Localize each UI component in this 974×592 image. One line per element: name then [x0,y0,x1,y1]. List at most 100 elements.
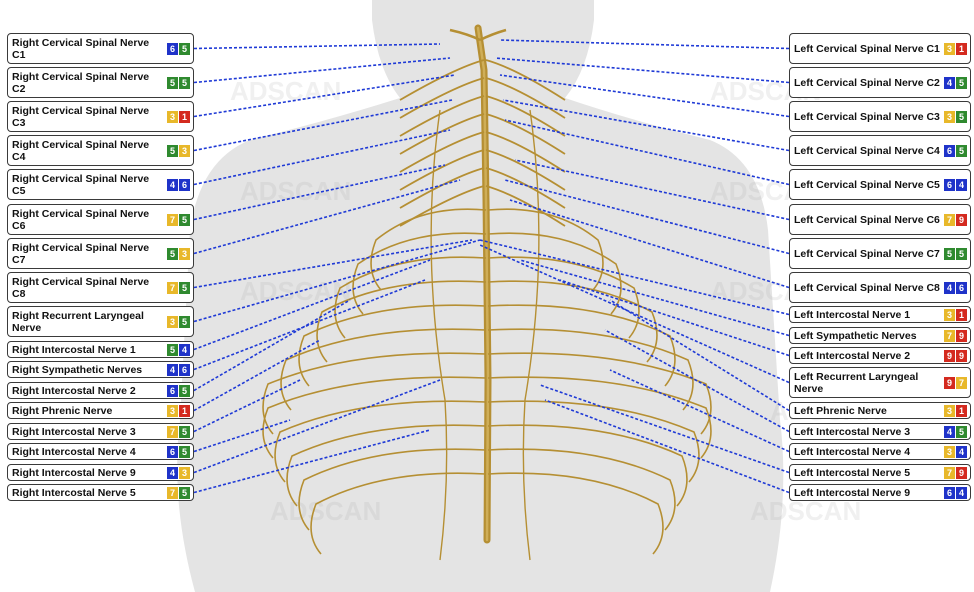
watermark-text: ADSCAN [270,496,381,526]
score-badge: 4 [167,467,178,479]
score-badge: 6 [944,487,955,499]
score-badges: 54 [167,344,190,356]
watermark-text: ADSCAN [240,176,351,206]
score-badge: 6 [179,179,190,191]
score-badge: 6 [944,145,955,157]
score-badge: 5 [167,77,178,89]
nerve-label-text: Left Phrenic Nerve [794,405,941,417]
nerve-label-text: Right Cervical Spinal Nerve C4 [12,139,164,163]
score-badge: 9 [956,350,967,362]
score-badge: 3 [179,248,190,260]
score-badge: 7 [944,467,955,479]
score-badges: 53 [167,145,190,157]
nerve-label-text: Left Cervical Spinal Nerve C1 [794,43,941,55]
score-badge: 7 [944,214,955,226]
score-badges: 34 [944,446,967,458]
score-badge: 5 [956,77,967,89]
score-badges: 79 [944,330,967,342]
score-badge: 5 [179,282,190,294]
score-badge: 5 [179,446,190,458]
score-badge: 4 [167,364,178,376]
nerve-label-text: Left Intercostal Nerve 4 [794,446,941,458]
score-badges: 35 [167,316,190,328]
score-badges: 31 [167,405,190,417]
nerve-label-text: Left Cervical Spinal Nerve C5 [794,179,941,191]
score-badge: 6 [179,364,190,376]
score-badge: 6 [167,446,178,458]
score-badge: 7 [167,282,178,294]
score-badge: 4 [167,179,178,191]
score-badge: 3 [944,111,955,123]
score-badge: 5 [179,487,190,499]
score-badges: 65 [167,385,190,397]
score-badge: 9 [956,330,967,342]
score-badge: 9 [944,377,955,389]
score-badge: 5 [179,214,190,226]
score-badge: 1 [956,405,967,417]
nerve-label-text: Right Intercostal Nerve 2 [12,385,164,397]
score-badge: 7 [944,330,955,342]
score-badge: 5 [179,77,190,89]
score-badge: 7 [167,487,178,499]
score-badge: 5 [956,248,967,260]
nerve-label-text: Right Intercostal Nerve 5 [12,487,164,499]
score-badge: 4 [956,179,967,191]
score-badge: 4 [944,282,955,294]
nerve-label-text: Left Intercostal Nerve 5 [794,467,941,479]
score-badges: 53 [167,248,190,260]
score-badge: 5 [956,426,967,438]
score-badge: 3 [944,309,955,321]
score-badge: 5 [956,111,967,123]
score-badge: 3 [167,405,178,417]
score-badge: 9 [956,214,967,226]
nerve-label-text: Left Cervical Spinal Nerve C7 [794,248,941,260]
nerve-label-text: Left Recurrent Laryngeal Nerve [794,371,941,395]
score-badge: 3 [944,446,955,458]
score-badge: 5 [167,248,178,260]
score-badge: 5 [179,316,190,328]
score-badge: 3 [944,43,955,55]
score-badge: 4 [179,344,190,356]
score-badge: 9 [944,350,955,362]
score-badge: 1 [179,405,190,417]
